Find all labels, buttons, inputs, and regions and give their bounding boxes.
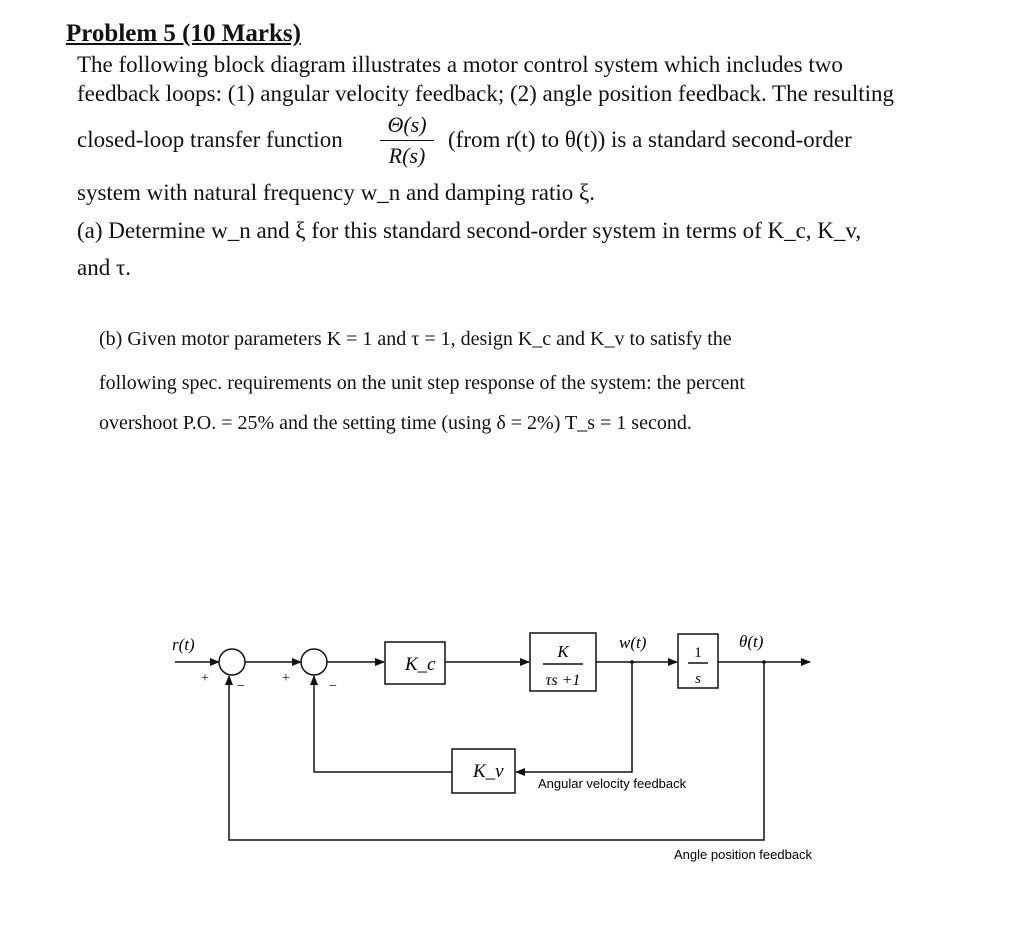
sum1-minus-sign: −: [237, 679, 245, 694]
intro-line-3-post: (from r(t) to θ(t)) is a standard second…: [448, 127, 852, 152]
transfer-function-fraction: Θ(s) R(s): [380, 112, 434, 169]
velocity-label: w(t): [619, 633, 647, 652]
sum2-plus-sign: +: [282, 671, 290, 686]
velocity-feedback-label: Angular velocity feedback: [538, 776, 687, 791]
part-b-line-2: following spec. requirements on the unit…: [99, 372, 745, 394]
integrator-numerator: 1: [694, 645, 702, 661]
integrator-denominator: s: [695, 671, 701, 687]
velocity-pickoff-dot: [630, 660, 634, 664]
tf-fraction-bar: [380, 140, 434, 141]
velocity-feedback-path-right: [515, 662, 633, 776]
kc-block-label: K_c: [404, 654, 436, 675]
kv-block-label: K_v: [472, 761, 504, 782]
tf-denominator: R(s): [388, 143, 426, 168]
input-label: r(t): [172, 635, 195, 654]
part-b-line-3: overshoot P.O. = 25% and the setting tim…: [99, 412, 692, 434]
intro-line-3-pre: closed-loop transfer function: [77, 127, 343, 152]
integrator-block: [677, 633, 719, 689]
part-a-line-1: (a) Determine w_n and ξ for this standar…: [77, 218, 862, 243]
part-b-line-1: (b) Given motor parameters K = 1 and τ =…: [99, 328, 732, 350]
velocity-feedback-path-left: [310, 675, 452, 773]
intro-line-2: feedback loops: (1) angular velocity fee…: [77, 81, 895, 106]
summing-junction-1: [218, 648, 246, 676]
position-feedback-label: Angle position feedback: [674, 847, 813, 862]
output-label: θ(t): [739, 632, 764, 651]
intro-line-1: The following block diagram illustrates …: [77, 52, 843, 77]
intro-line-4: system with natural frequency w_n and da…: [77, 180, 596, 205]
sum2-minus-sign: −: [329, 679, 337, 694]
motor-numerator: K: [556, 642, 570, 661]
summing-junction-2: [300, 648, 328, 676]
position-feedback-path: [225, 662, 765, 841]
position-pickoff-dot: [762, 660, 766, 664]
sum1-plus-sign: +: [201, 671, 209, 686]
page-title: Problem 5 (10 Marks): [66, 20, 301, 47]
kv-block: [451, 748, 516, 794]
kc-block: [384, 641, 446, 685]
tf-numerator: Θ(s): [387, 112, 427, 137]
part-a-line-2: and τ.: [77, 255, 131, 280]
motor-denominator: τs +1: [546, 672, 581, 689]
